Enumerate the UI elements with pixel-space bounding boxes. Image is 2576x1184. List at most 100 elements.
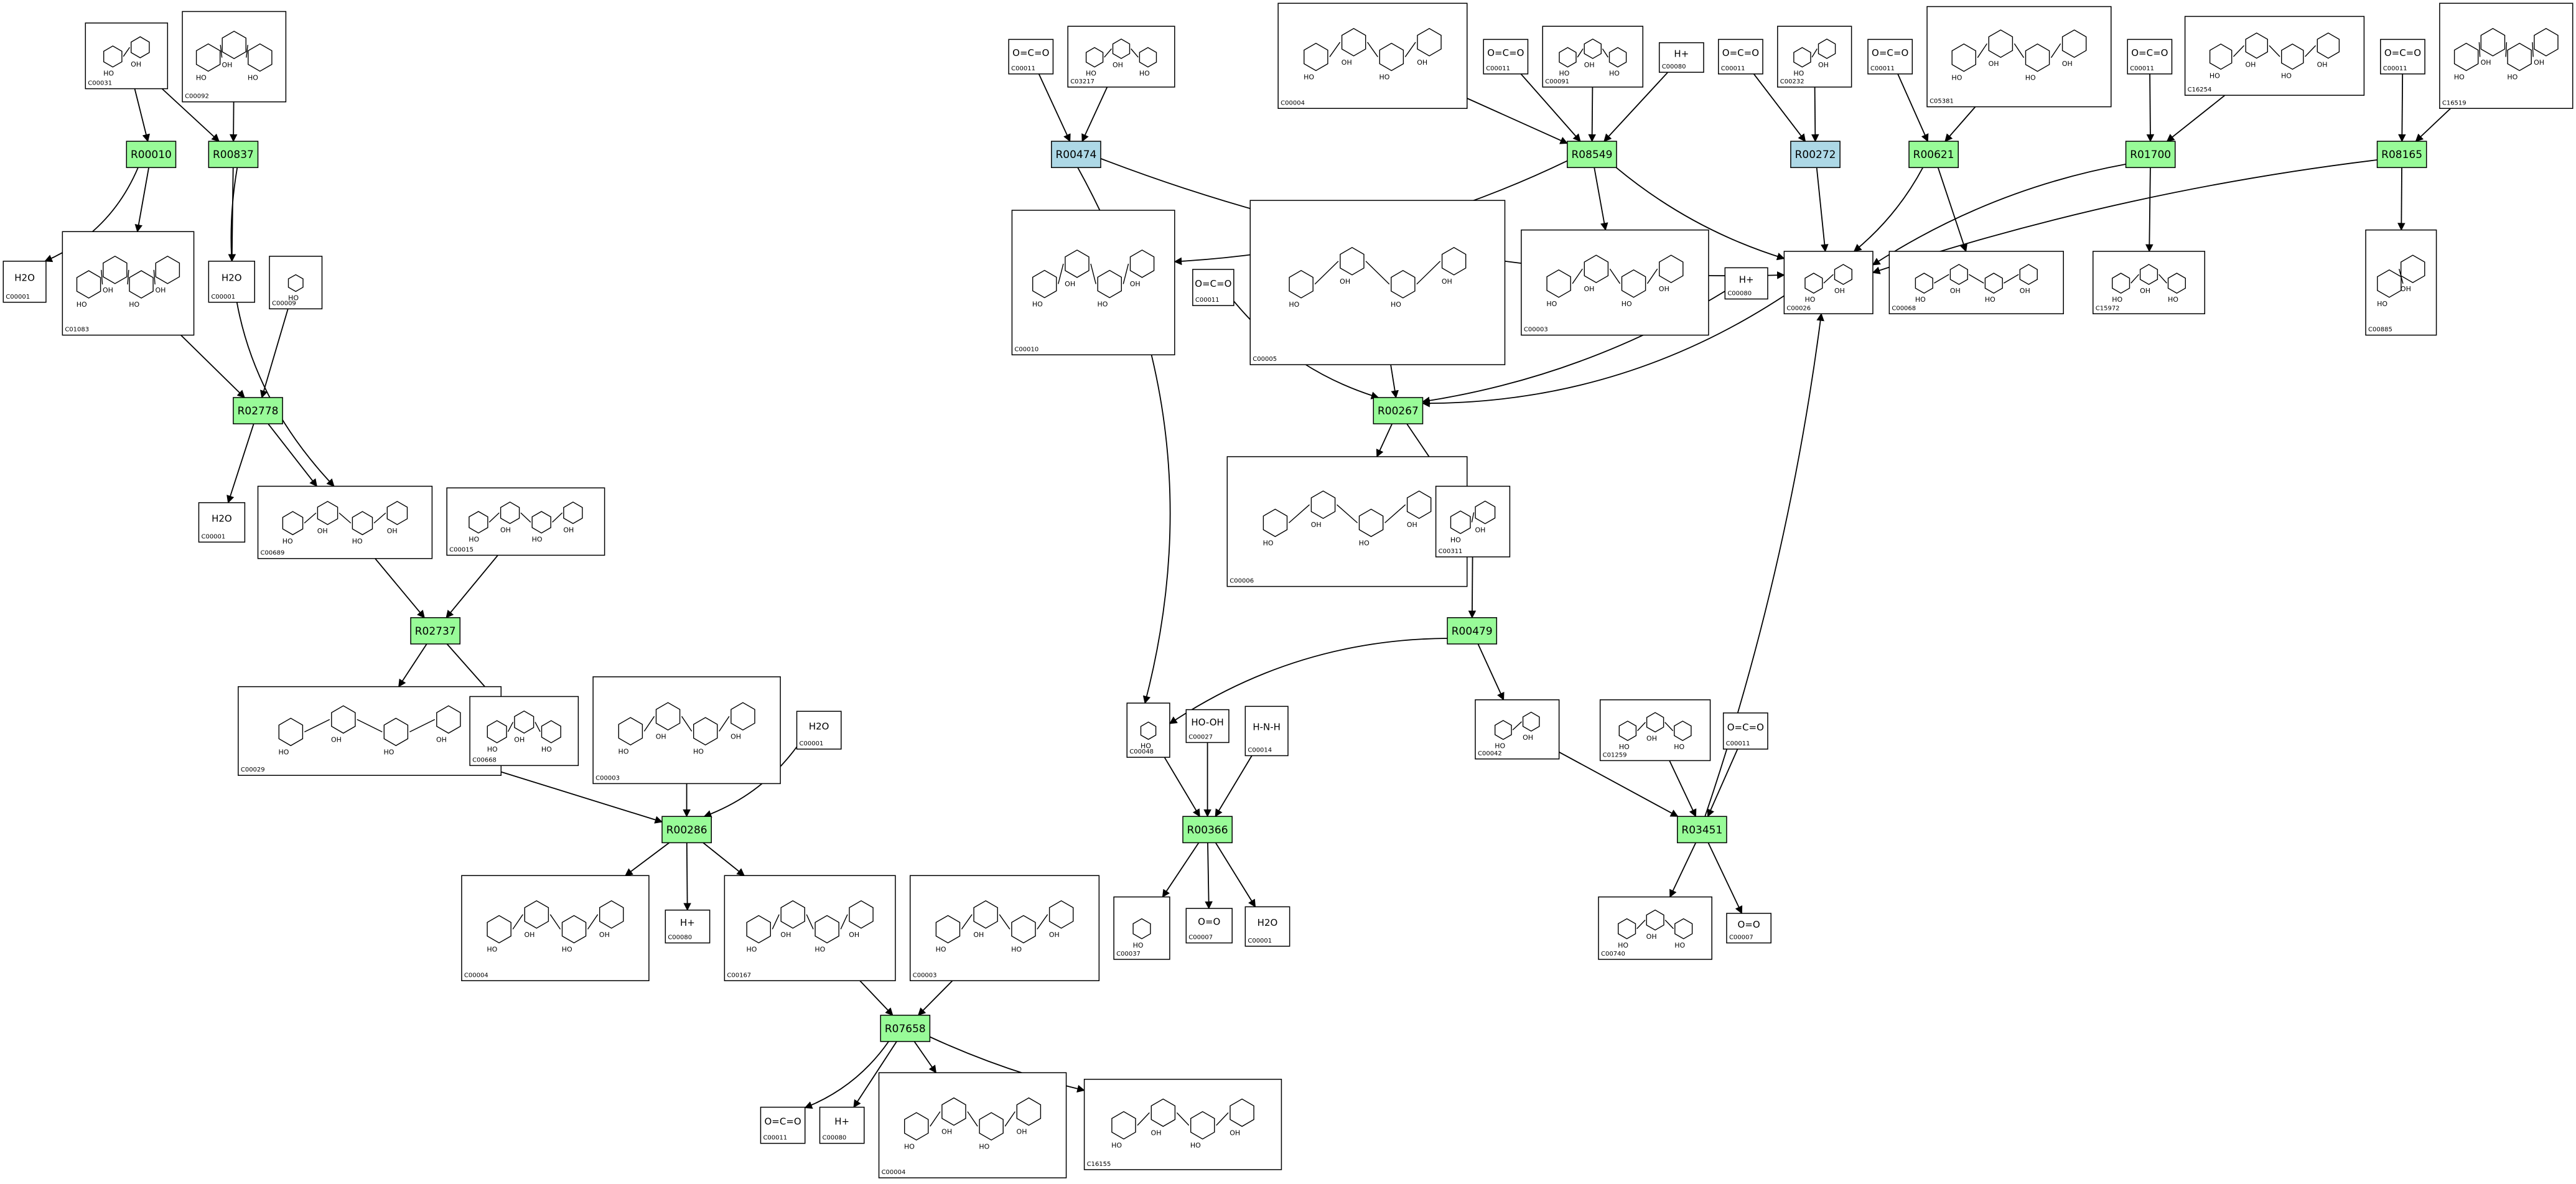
compound-box (1777, 26, 1852, 88)
compound-id-label: C00091 (1545, 78, 1569, 85)
structure-icon: O=C=O (2384, 47, 2421, 58)
svg-text:OH: OH (2401, 285, 2411, 293)
reaction-box (1447, 617, 1498, 645)
reaction-node-r00366[interactable]: R00366 (1182, 816, 1233, 844)
compound-box (1185, 709, 1230, 743)
compound-box (1185, 908, 1233, 944)
compound-id-label: C00003 (913, 972, 937, 979)
compound-id-label: C00001 (201, 533, 225, 540)
compound-id-label: C00004 (464, 972, 488, 979)
compound-node-c00080[interactable]: H+C00080 (1724, 267, 1768, 300)
compound-box (2, 261, 47, 303)
compound-node-c00080[interactable]: H+C00080 (665, 909, 711, 944)
reaction-node-r00286[interactable]: R00286 (661, 816, 712, 844)
formula-text: O=C=O (2384, 47, 2421, 58)
reaction-box (1567, 141, 1617, 169)
svg-text:HO: HO (1391, 301, 1401, 309)
reaction-node-r08165[interactable]: R08165 (2376, 141, 2427, 169)
reaction-node-r00621[interactable]: R00621 (1908, 141, 1959, 169)
reaction-node-r03451[interactable]: R03451 (1677, 816, 1727, 844)
svg-text:HO: HO (1674, 743, 1684, 751)
reaction-node-r00267[interactable]: R00267 (1373, 397, 1424, 424)
compound-node-c00080[interactable]: H+C00080 (1658, 42, 1704, 73)
svg-text:HO: HO (1190, 1142, 1201, 1150)
reaction-node-r00010[interactable]: R00010 (126, 141, 177, 169)
svg-text:OH: OH (1049, 931, 1060, 939)
reaction-node-r00837[interactable]: R00837 (208, 141, 259, 169)
reaction-node-r08549[interactable]: R08549 (1567, 141, 1617, 169)
svg-text:OH: OH (1584, 285, 1595, 293)
reaction-node-r00474[interactable]: R00474 (1051, 141, 1101, 169)
svg-text:HO: HO (2210, 72, 2220, 80)
edge-arrow (180, 334, 245, 398)
compound-node-c00080[interactable]: H+C00080 (819, 1106, 865, 1144)
svg-text:OH: OH (730, 732, 741, 740)
reaction-node-r00479[interactable]: R00479 (1447, 617, 1498, 645)
compound-box (208, 261, 255, 303)
reaction-label: R00010 (131, 149, 172, 161)
reaction-node-r02737[interactable]: R02737 (410, 617, 461, 645)
svg-text:OH: OH (2062, 60, 2073, 68)
reaction-node-r02778[interactable]: R02778 (233, 397, 283, 424)
reaction-node-r01700[interactable]: R01700 (2125, 141, 2176, 169)
reaction-node-r00272[interactable]: R00272 (1790, 141, 1841, 169)
edge-arrow (1594, 167, 1608, 231)
reaction-node-r07658[interactable]: R07658 (880, 1014, 931, 1042)
reaction-box (1182, 816, 1233, 844)
